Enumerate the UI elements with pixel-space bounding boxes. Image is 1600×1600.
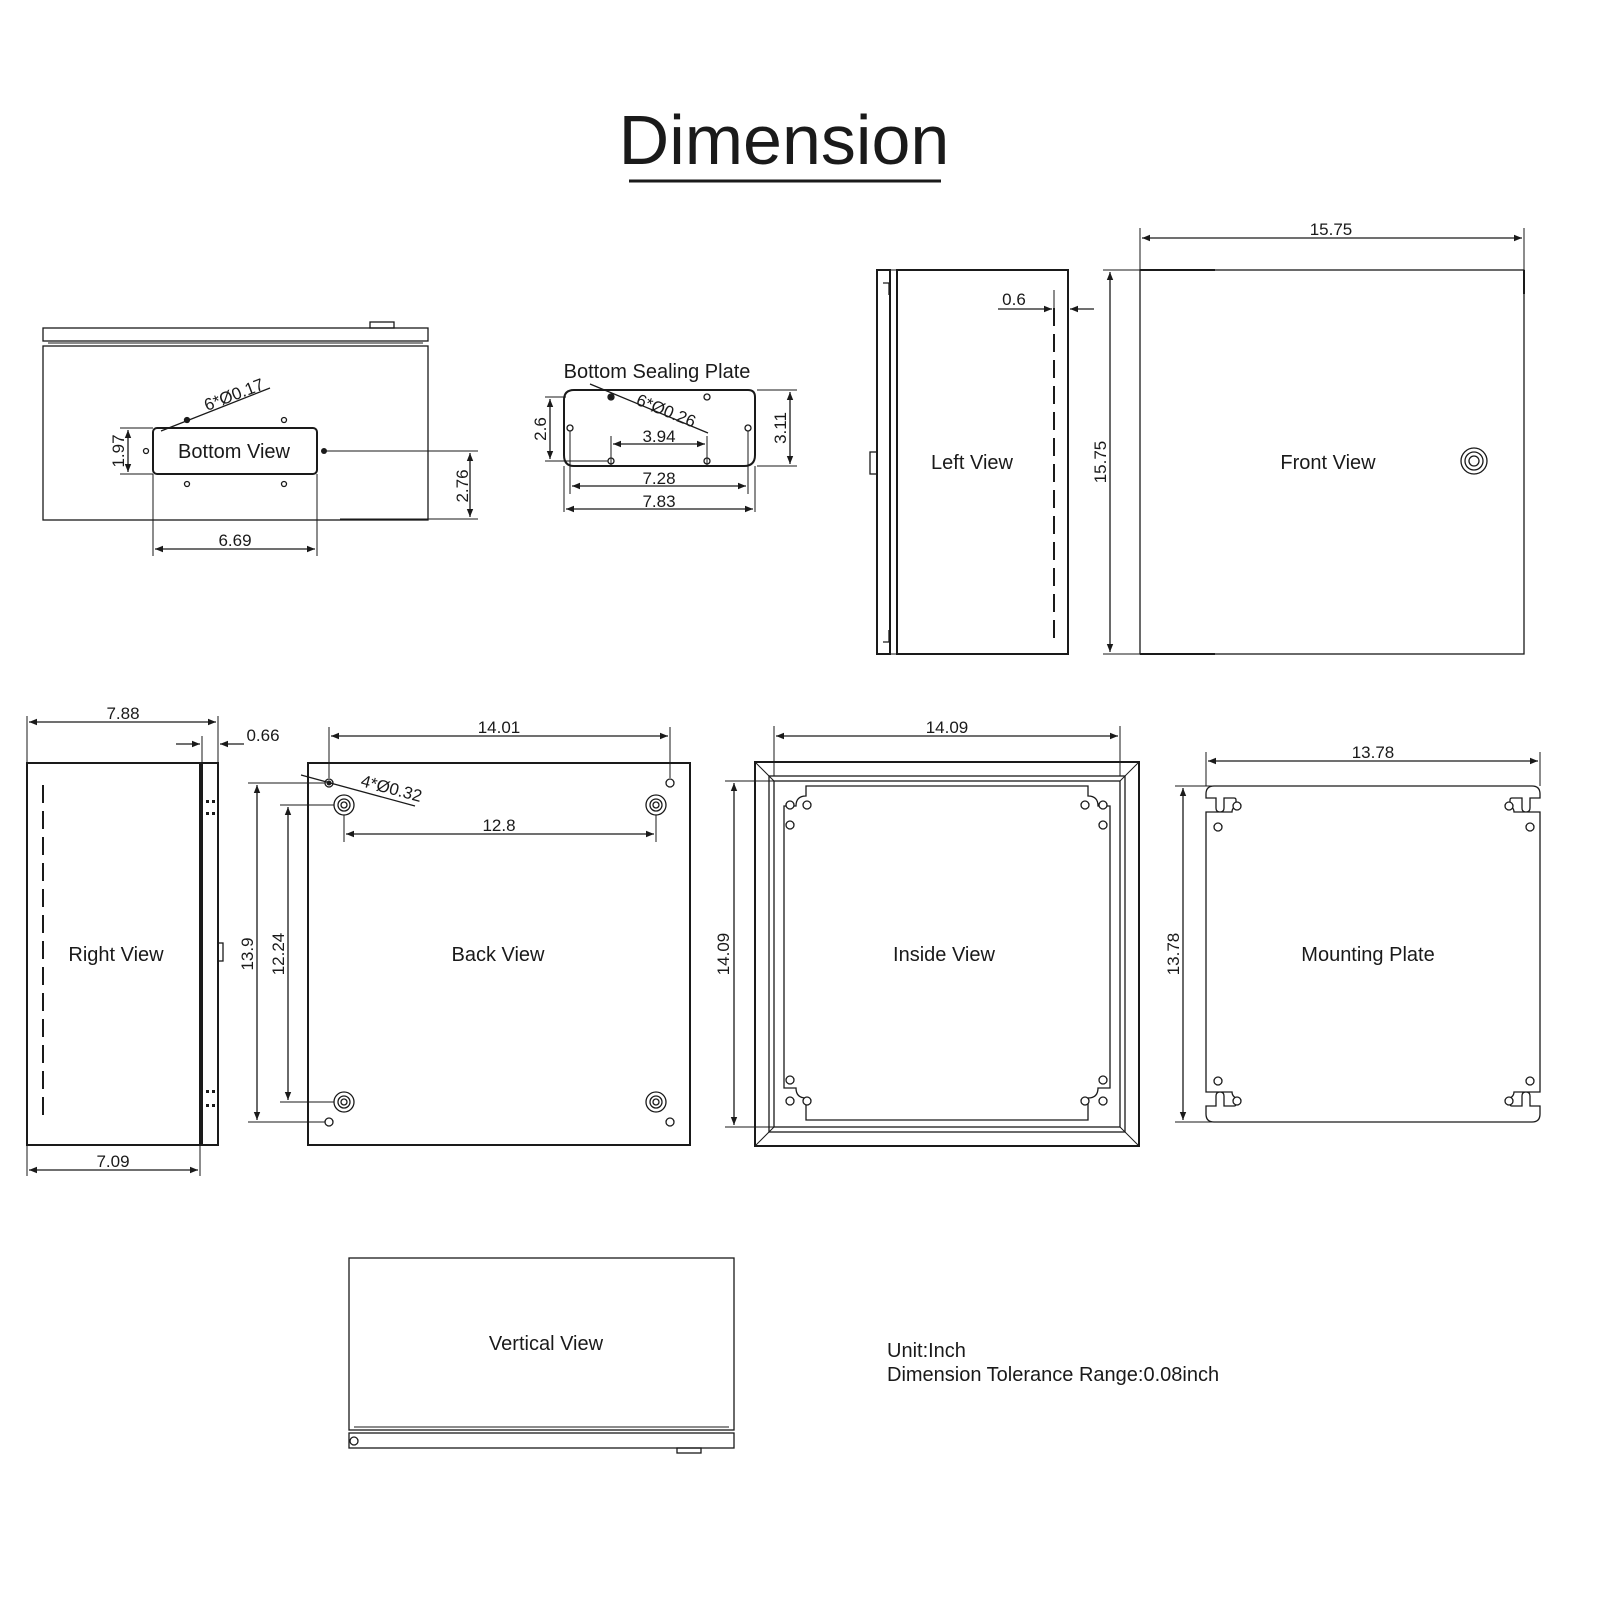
left-view-label: Left View xyxy=(931,452,1013,474)
front-width-dim: 15.75 xyxy=(1310,220,1353,239)
back-height-dim: 13.9 xyxy=(238,937,257,970)
mount-width-dim: 13.78 xyxy=(1352,743,1395,762)
right-width-dim: 7.88 xyxy=(106,704,139,723)
back-view-label: Back View xyxy=(451,944,545,966)
back-spacing-dim: 12.8 xyxy=(482,816,515,835)
mounting-plate-label: Mounting Plate xyxy=(1301,944,1434,966)
plate-outer-dim: 7.83 xyxy=(642,492,675,511)
left-offset-dim: 0.6 xyxy=(1002,290,1026,309)
front-view-label: Front View xyxy=(1280,452,1376,474)
left-view xyxy=(869,269,1094,655)
plate-height-dim: 2.6 xyxy=(531,417,550,441)
mount-height-dim: 13.78 xyxy=(1164,933,1183,976)
front-height-dim: 15.75 xyxy=(1091,441,1110,484)
plate-inner-dim: 7.28 xyxy=(642,469,675,488)
inside-view-label: Inside View xyxy=(893,944,995,966)
bottom-height-dim: 1.97 xyxy=(109,434,128,467)
back-view xyxy=(248,727,691,1146)
right-width2-dim: 7.09 xyxy=(96,1152,129,1171)
vertical-view xyxy=(348,1257,735,1454)
vertical-view-label: Vertical View xyxy=(489,1333,604,1355)
bottom-depth-dim: 2.76 xyxy=(453,469,472,502)
right-door-dim: 0.66 xyxy=(246,726,279,745)
back-width-dim: 14.01 xyxy=(478,718,521,737)
plate-height2-dim: 3.11 xyxy=(771,412,790,444)
bottom-width-dim: 6.69 xyxy=(218,531,251,550)
bottom-holes-dim: 6*Ø0.17 xyxy=(202,375,267,415)
right-view-label: Right View xyxy=(68,944,164,966)
back-holes-dim: 4*Ø0.32 xyxy=(359,771,424,806)
plate-holes-dim: 6*Ø0.26 xyxy=(634,390,699,431)
front-view xyxy=(1103,228,1525,655)
inside-view xyxy=(725,726,1140,1147)
inside-height-dim: 14.09 xyxy=(714,933,733,976)
bottom-view-label: Bottom View xyxy=(178,441,290,463)
tolerance-note: Dimension Tolerance Range:0.08inch xyxy=(887,1364,1219,1386)
page-title: Dimension xyxy=(619,101,950,179)
inside-width-dim: 14.09 xyxy=(926,718,969,737)
back-height2-dim: 12.24 xyxy=(269,933,288,976)
plate-mid-dim: 3.94 xyxy=(642,427,675,446)
unit-note: Unit:Inch xyxy=(887,1340,966,1362)
mounting-plate-view xyxy=(1175,752,1541,1123)
sealing-plate-view xyxy=(545,383,797,513)
bottom-view xyxy=(42,321,478,556)
sealing-plate-label: Bottom Sealing Plate xyxy=(564,361,751,383)
right-view xyxy=(26,716,244,1176)
